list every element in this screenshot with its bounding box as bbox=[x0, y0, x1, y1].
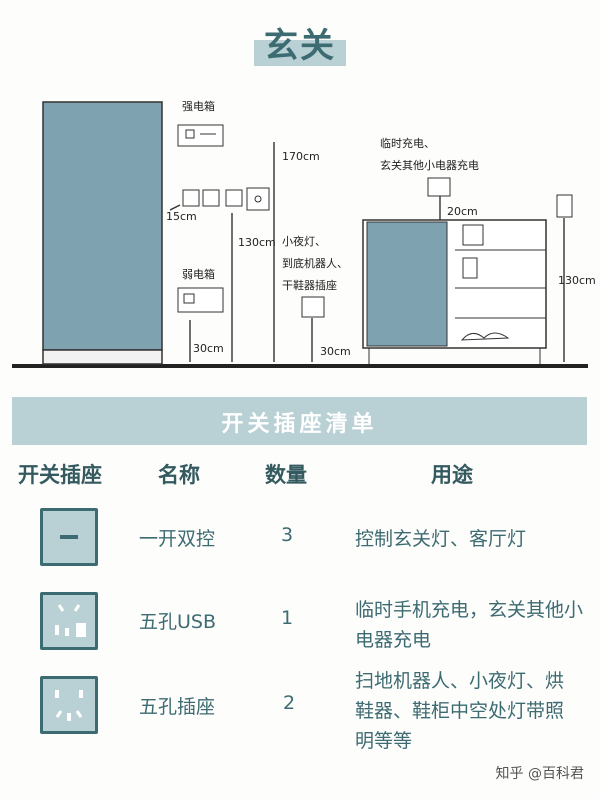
checklist-banner bbox=[12, 397, 587, 445]
night-light-label-1: 小夜灯、 bbox=[282, 235, 326, 248]
height-30-mid-label: 30cm bbox=[320, 345, 351, 358]
height-170-label: 170cm bbox=[282, 150, 320, 163]
height-20-label: 20cm bbox=[447, 205, 478, 218]
header-usage: 用途 bbox=[431, 463, 473, 487]
checklist-title: 开关插座清单 bbox=[221, 412, 378, 437]
height-15-label: 15cm bbox=[166, 210, 197, 223]
page-title: 玄关 bbox=[264, 26, 336, 66]
temp-charge-outlet-icon bbox=[427, 177, 451, 197]
entryway-elevation-diagram bbox=[12, 101, 588, 368]
temp-charge-label-1: 临时充电、 bbox=[380, 137, 435, 150]
height-30-left-label: 30cm bbox=[193, 342, 224, 355]
row-3-usage: 扫地机器人、小夜灯、烘鞋器、鞋柜中空处灯带照明等等 bbox=[355, 670, 565, 752]
row-1-qty: 3 bbox=[281, 524, 294, 546]
row-2-qty: 1 bbox=[281, 607, 294, 629]
outlet-row-icon bbox=[182, 187, 270, 211]
right-outlet-icon bbox=[556, 194, 573, 218]
header-switch-socket: 开关插座 bbox=[18, 463, 102, 487]
five-hole-socket-icon bbox=[40, 676, 98, 734]
floor-line bbox=[12, 364, 588, 368]
night-light-label-3: 干鞋器插座 bbox=[282, 279, 337, 292]
tall-cabinet bbox=[42, 101, 163, 351]
mid-outlet-icon bbox=[301, 296, 325, 318]
tall-cabinet-base bbox=[42, 349, 163, 365]
row-2-usage: 临时手机充电，玄关其他小电器充电 bbox=[355, 599, 584, 651]
header-name: 名称 bbox=[158, 463, 200, 487]
row-3-qty: 2 bbox=[283, 692, 296, 714]
header-quantity: 数量 bbox=[265, 463, 307, 487]
temp-charge-label-2: 玄关其他小电器充电 bbox=[380, 159, 479, 172]
row-3-name: 五孔插座 bbox=[139, 696, 216, 718]
row-2-name: 五孔USB bbox=[139, 611, 217, 633]
watermark: 知乎 @百科君 bbox=[495, 766, 584, 782]
height-130-left-label: 130cm bbox=[238, 236, 276, 249]
height-130-right-label: 130cm bbox=[558, 274, 596, 287]
strong-box-icon bbox=[177, 124, 224, 147]
one-gang-switch-icon bbox=[40, 508, 98, 566]
weak-box-label: 弱电箱 bbox=[182, 268, 215, 281]
title-highlight bbox=[254, 40, 346, 66]
weak-box-icon bbox=[177, 287, 224, 313]
row-1-usage: 控制玄关灯、客厅灯 bbox=[355, 528, 527, 550]
shoe-cabinet bbox=[362, 219, 547, 364]
night-light-label-2: 到底机器人、 bbox=[282, 257, 348, 270]
row-1-name: 一开双控 bbox=[139, 528, 216, 550]
strong-box-label: 强电箱 bbox=[182, 100, 215, 113]
usb-socket-icon bbox=[40, 592, 98, 650]
